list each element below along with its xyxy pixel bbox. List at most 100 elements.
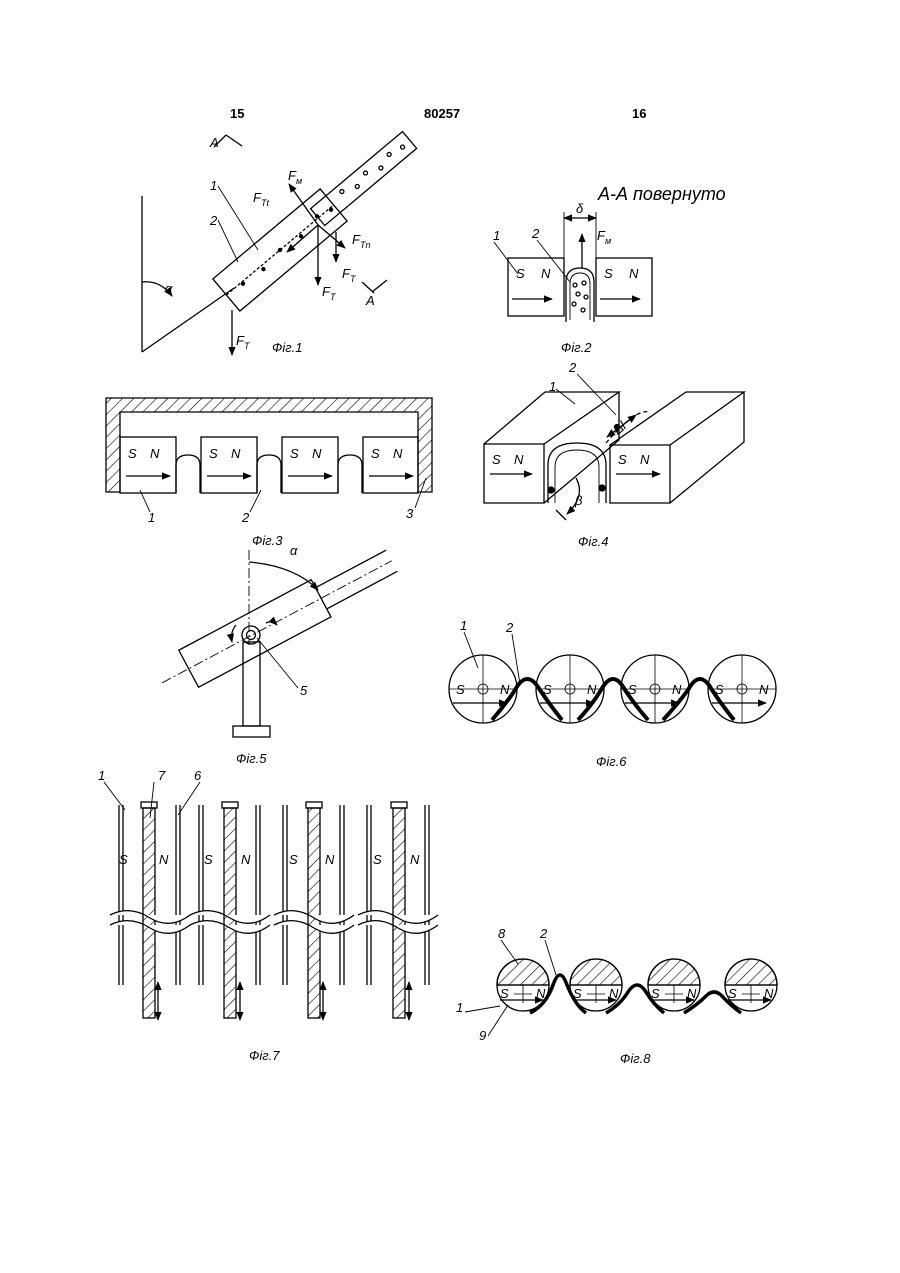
pole-n-3-fig8: N [687,986,697,1001]
tube-bend-2-fig3 [257,455,281,493]
pole-s-4-fig8: S [728,986,737,1001]
callout-2-fig3: 2 [241,510,250,525]
delta-label: δ [576,201,584,216]
plate-assembly-4-fig7 [358,802,438,1020]
pole-n-right-fig4: N [640,452,650,467]
section-title-fig2: А-А повернуто [597,184,726,204]
force-magnetic-sub-fig2: м [605,236,611,246]
callout-1-fig3: 1 [148,510,155,525]
force-magnetic-sub-fig1: м [296,176,302,186]
leader-2-fig8 [545,940,556,975]
callout-6-fig7: 6 [194,768,202,783]
pole-s-2-fig8: S [573,986,582,1001]
pole-s-3-fig6: S [628,682,637,697]
callout-1-fig2: 1 [493,228,500,243]
pole-s-3-fig8: S [651,986,660,1001]
pole-n-4-fig7: N [410,852,420,867]
figure-1: α [142,125,424,355]
magnet-disc-4-fig8 [725,959,777,1011]
section-label-top: A [209,135,219,150]
callout-1-fig8: 1 [456,1000,463,1015]
caption-fig1: Фіг.1 [272,340,302,355]
particles-fig2 [572,281,588,312]
pole-n-2-fig6: N [587,682,597,697]
pole-s-right-fig4: S [618,452,627,467]
force-gravity-sub-fig1: T [244,341,251,351]
pole-n-4-fig6: N [759,682,769,697]
pole-s-3-fig7: S [289,852,298,867]
leader-8-fig8 [501,940,518,964]
force-gravity-sub-mid: T [330,292,337,302]
pole-n-4-fig8: N [764,986,774,1001]
pole-n-2-fig7: N [241,852,251,867]
callout-1-fig6: 1 [460,618,467,633]
pole-s-3-fig3: S [290,446,299,461]
pivot-outer-fig5 [242,626,260,644]
plate-assembly-2-fig7 [190,802,270,1020]
tube-bend-3-fig3 [338,455,362,493]
callout-2-fig1: 2 [209,213,218,228]
leader-9-fig8 [488,1005,508,1036]
pole-n-1-fig8: N [536,986,546,1001]
section-mark-line-bottom [372,280,387,292]
tube-inner-fig2 [570,273,590,320]
pivot-inner-fig5 [247,631,256,640]
callout-2-fig6: 2 [505,620,514,635]
pole-s-1-fig8: S [500,986,509,1001]
beta-base [556,510,566,520]
pole-s-1-fig7: S [119,852,128,867]
caption-fig6: Фіг.6 [596,754,627,769]
support-post-fig5 [243,642,260,726]
beta-label: β [574,493,583,508]
pole-n-left-fig2: N [541,266,551,281]
pole-s-2-fig3: S [209,446,218,461]
force-normal-sub: Tn [360,240,371,250]
figure-6 [449,632,776,723]
pole-n-2-fig3: N [231,446,241,461]
caption-fig2: Фіг.2 [561,340,592,355]
alpha-label-fig5: α [290,543,298,558]
incline-line [142,288,234,352]
caption-fig8: Фіг.8 [620,1051,651,1066]
housing-fig3 [106,398,432,492]
pole-s-2-fig6: S [543,682,552,697]
section-label-bottom: A [365,293,375,308]
pole-n-4-fig3: N [393,446,403,461]
callout-3-fig3: 3 [406,506,414,521]
pole-n-1-fig6: N [500,682,510,697]
section-tick-bottom [362,282,374,293]
leader-1-fig8 [465,1006,500,1012]
callout-5-fig5: 5 [300,683,308,698]
pole-s-1-fig6: S [456,682,465,697]
callout-1-fig4: 1 [549,379,556,394]
caption-fig3: Фіг.3 [252,533,283,548]
leader-1-fig4 [556,389,575,404]
support-base-fig5 [233,726,270,737]
particle-left-fig4 [548,487,554,493]
leader-2-fig1 [218,220,238,262]
tangential-force-arrow [287,225,318,252]
leader-6-fig7 [178,782,200,815]
caption-fig7: Фіг.7 [249,1048,280,1063]
pole-s-4-fig7: S [373,852,382,867]
leader-1-fig1 [218,186,258,250]
plate-assembly-1-fig7 [110,802,190,1020]
pole-n-2-fig8: N [609,986,619,1001]
pole-s-right-fig2: S [604,266,613,281]
leader-1-fig6 [464,632,478,668]
pole-n-1-fig7: N [159,852,169,867]
force-tangential-sub: Tt [261,198,269,208]
callout-2-fig2: 2 [531,226,540,241]
tube-bend-1-fig3 [176,455,200,493]
pole-s-4-fig3: S [371,446,380,461]
figure-5 [152,542,401,737]
normal-force-arrow [318,225,345,248]
callout-1-fig7: 1 [98,768,105,783]
caption-fig5: Фіг.5 [236,751,267,766]
leader-2-fig6 [512,634,520,684]
pole-n-1-fig3: N [150,446,160,461]
leader-2-fig4 [577,374,616,415]
plate-assembly-3-fig7 [274,802,354,1020]
pole-s-2-fig7: S [204,852,213,867]
particles-tube [339,141,407,200]
